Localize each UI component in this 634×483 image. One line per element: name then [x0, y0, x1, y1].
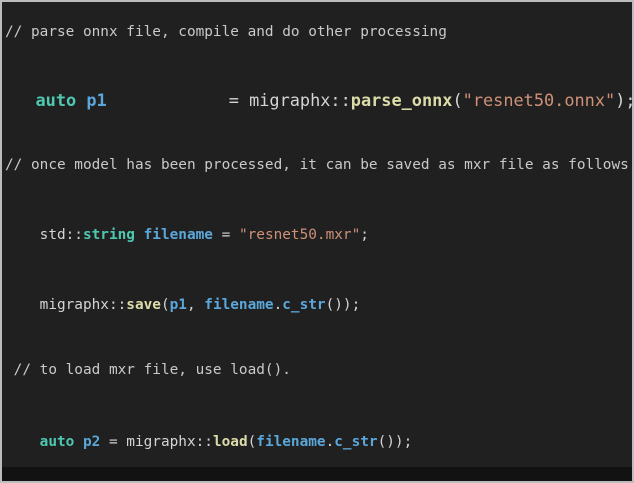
- token-variable: p1: [86, 90, 107, 110]
- token-plain: ());: [325, 297, 361, 313]
- token-plain: ;: [360, 227, 369, 243]
- token-plain: (: [452, 90, 463, 110]
- token-variable: c_str: [282, 297, 326, 313]
- token-plain: ,: [186, 297, 205, 313]
- token-plain: std::: [5, 227, 83, 243]
- code-line: // to load mxr file, use load().: [5, 361, 291, 380]
- token-plain: [135, 227, 144, 243]
- token-plain: [5, 90, 36, 110]
- token-keyword: auto: [39, 434, 75, 450]
- token-variable: p2: [82, 434, 101, 450]
- token-variable: p1: [169, 297, 187, 313]
- token-comment: // to load mxr file, use load().: [5, 362, 291, 378]
- token-plain: );: [615, 90, 632, 110]
- token-function: save: [126, 297, 161, 313]
- code-line: std::string filename = "resnet50.mxr";: [5, 226, 369, 245]
- token-plain: [5, 434, 40, 450]
- token-plain: (: [160, 297, 170, 313]
- token-plain: = migraphx::: [106, 90, 351, 110]
- token-plain: [74, 434, 83, 450]
- token-function: parse_onnx: [350, 90, 453, 110]
- token-string: "resnet50.onnx": [462, 90, 616, 110]
- token-plain: .: [325, 434, 335, 450]
- token-plain: =: [212, 227, 239, 243]
- code-line: migraphx::save(p1, filename.c_str());: [5, 296, 361, 315]
- token-variable: filename: [256, 434, 326, 450]
- token-keyword: auto: [35, 90, 77, 110]
- code-line: auto p1 = migraphx::parse_onnx("resnet50…: [5, 89, 632, 111]
- token-function: load: [212, 434, 248, 450]
- token-plain: = migraphx::: [100, 434, 213, 450]
- token-comment: // parse onnx file, compile and do other…: [5, 24, 447, 40]
- bottom-bar: [2, 467, 632, 481]
- token-keyword: string: [82, 227, 135, 243]
- code-line: // parse onnx file, compile and do other…: [5, 23, 447, 42]
- token-variable: c_str: [334, 434, 378, 450]
- token-variable: filename: [143, 227, 213, 243]
- token-plain: (: [247, 434, 257, 450]
- token-variable: filename: [204, 297, 274, 313]
- token-plain: [76, 90, 86, 110]
- code-block: // parse onnx file, compile and do other…: [2, 2, 632, 467]
- token-plain: migraphx::: [5, 297, 127, 313]
- token-string: "resnet50.mxr": [238, 227, 361, 243]
- code-line: auto p2 = migraphx::load(filename.c_str(…: [5, 433, 413, 452]
- token-plain: .: [273, 297, 283, 313]
- token-comment: // once model has been processed, it can…: [5, 157, 629, 173]
- token-plain: ());: [377, 434, 413, 450]
- code-line: // once model has been processed, it can…: [5, 156, 629, 175]
